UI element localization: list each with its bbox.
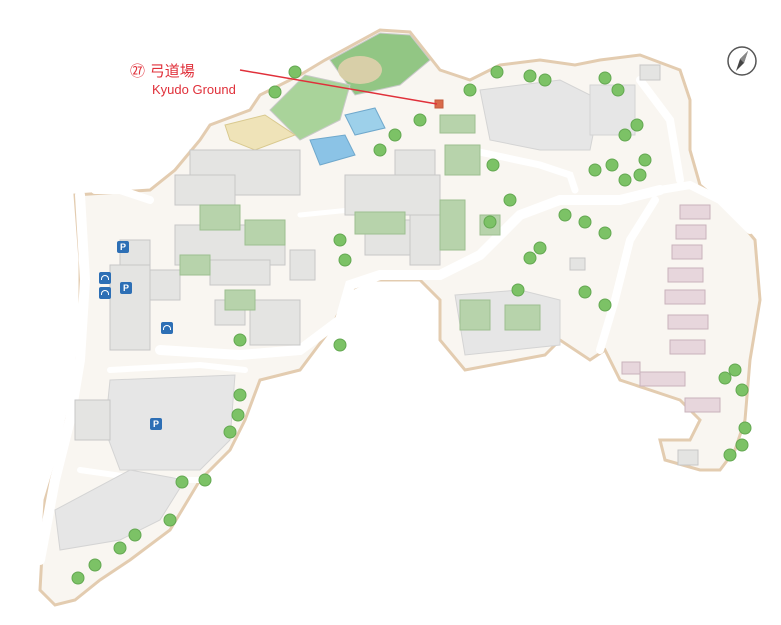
dormitories — [621, 204, 721, 413]
kyudo-ground-label[interactable]: ㉗ 弓道場 — [130, 60, 195, 81]
callout-name-ja: 弓道場 — [149, 62, 195, 80]
compass-north-icon — [727, 46, 757, 76]
parking-icon[interactable]: P — [150, 418, 162, 430]
bicycle-parking-icon[interactable] — [99, 287, 111, 299]
trees — [71, 65, 752, 585]
callout-name-en: Kyudo Ground — [152, 82, 236, 97]
parking-icon[interactable]: P — [120, 282, 132, 294]
pool — [309, 134, 356, 166]
bicycle-parking-icon[interactable] — [99, 272, 111, 284]
parking-icon[interactable]: P — [117, 241, 129, 253]
callout-number: ㉗ — [130, 62, 146, 80]
sports-fields — [224, 32, 431, 166]
callout-leader-line — [239, 69, 438, 105]
green-roof-buildings — [179, 99, 541, 331]
parking-lots — [54, 79, 636, 551]
bicycle-parking-icon[interactable] — [161, 322, 173, 334]
